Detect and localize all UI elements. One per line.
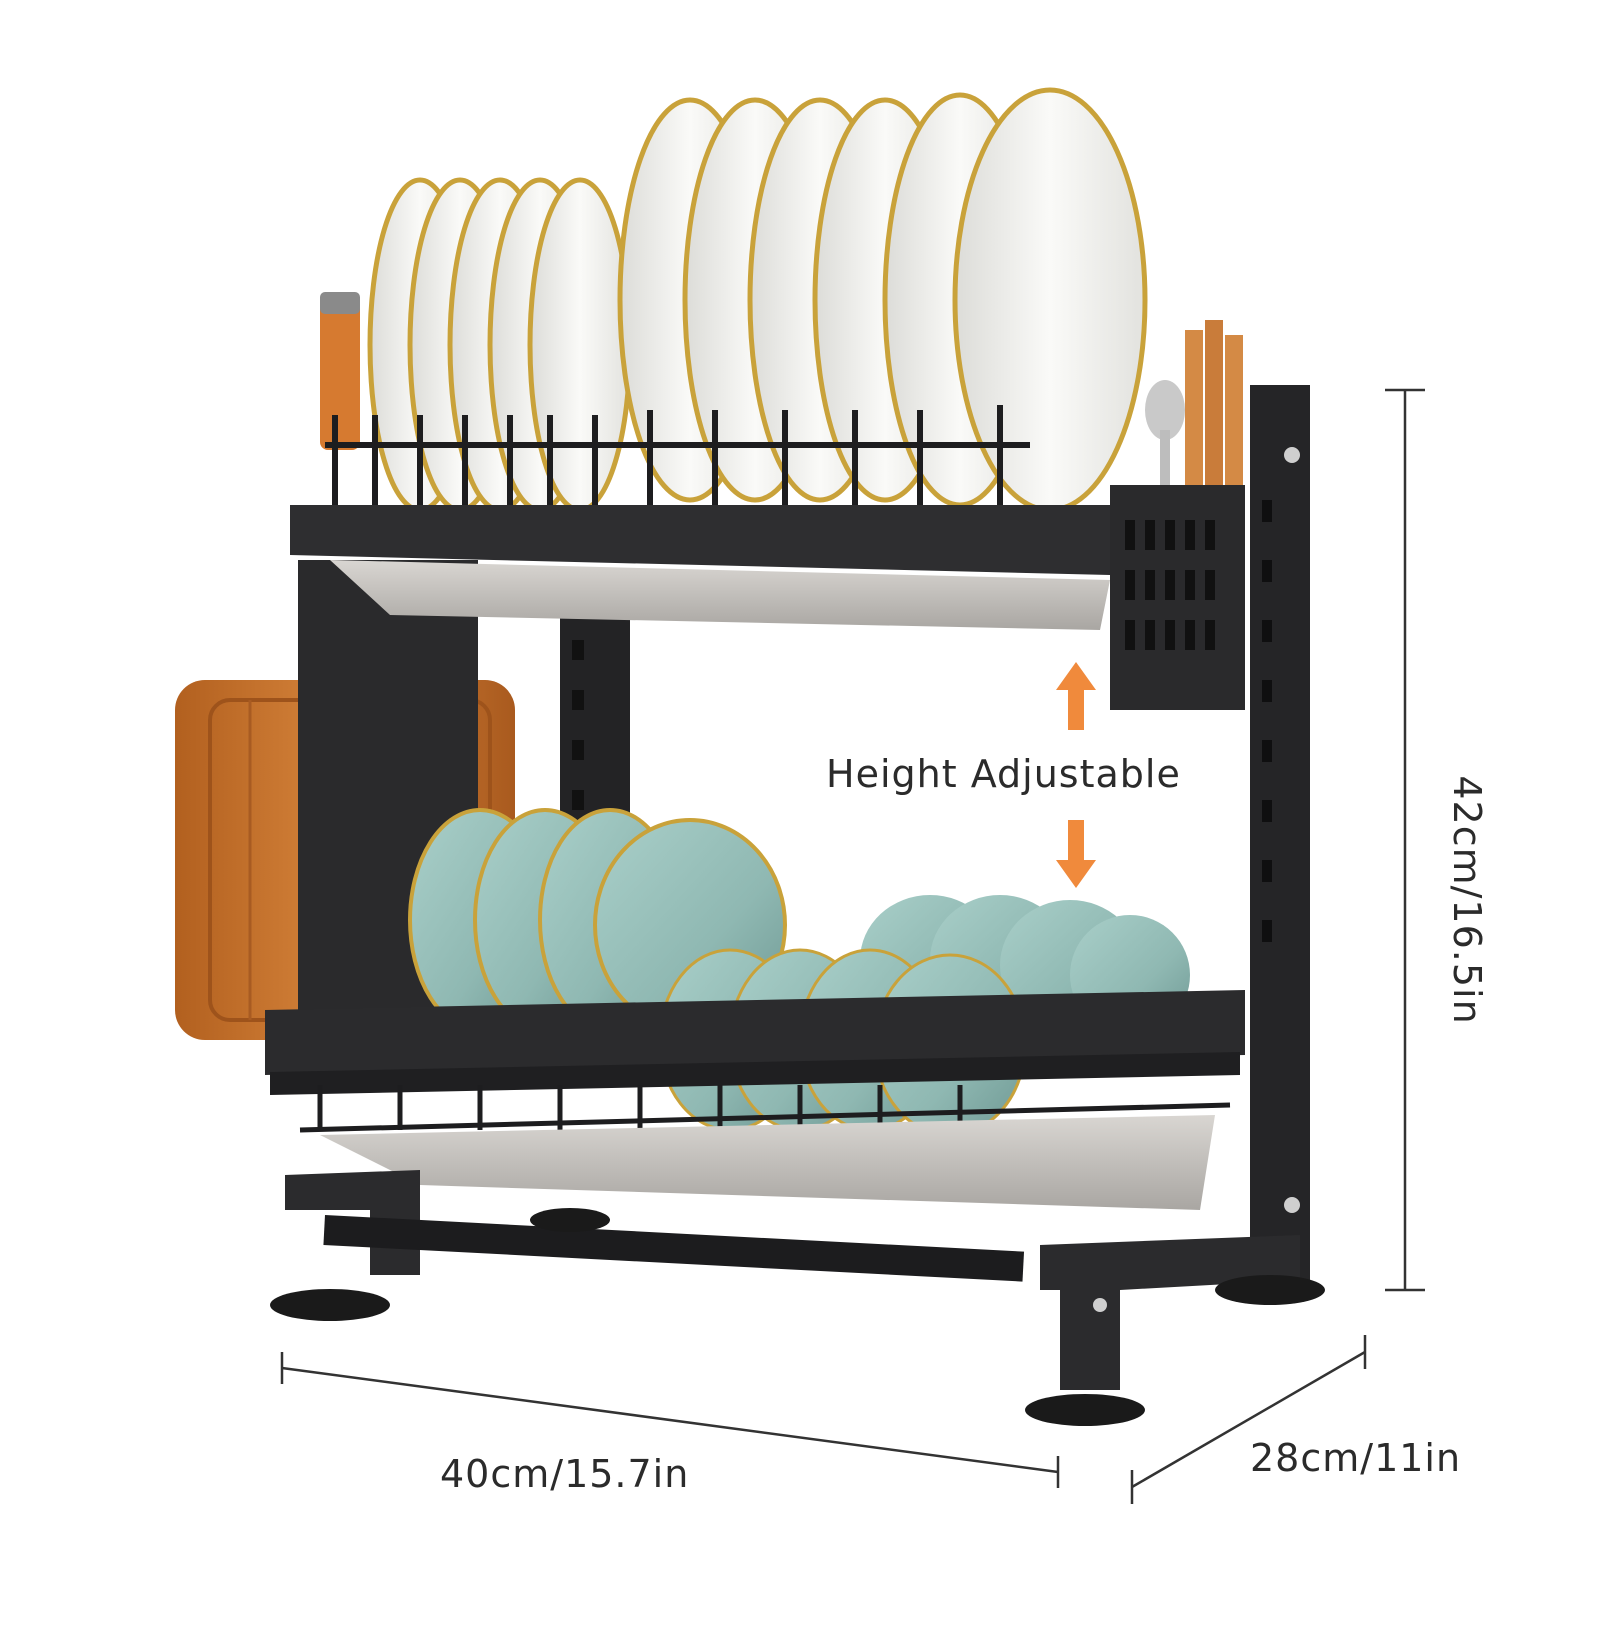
depth-dimension-label: 28cm/11in — [1250, 1436, 1462, 1480]
top-wire-rack — [325, 405, 1030, 505]
top-plates — [367, 87, 1148, 513]
front-right-upright — [1250, 385, 1310, 1285]
depth-dimension-line — [1130, 1335, 1367, 1504]
width-dimension-label: 40cm/15.7in — [440, 1452, 690, 1496]
width-dimension-line — [280, 1352, 1060, 1488]
height-adjustable-label: Height Adjustable — [826, 752, 1181, 796]
base-frame — [270, 1170, 1325, 1426]
top-shelf — [290, 505, 1110, 630]
utensil-holder — [1110, 320, 1245, 710]
height-dimension-line — [1385, 388, 1425, 1292]
knife — [320, 292, 360, 450]
bottom-shelf — [265, 990, 1245, 1210]
height-dimension-label: 42cm/16.5in — [1445, 775, 1489, 1025]
arrow-up-icon — [1056, 662, 1096, 730]
arrow-down-icon — [1056, 820, 1096, 888]
